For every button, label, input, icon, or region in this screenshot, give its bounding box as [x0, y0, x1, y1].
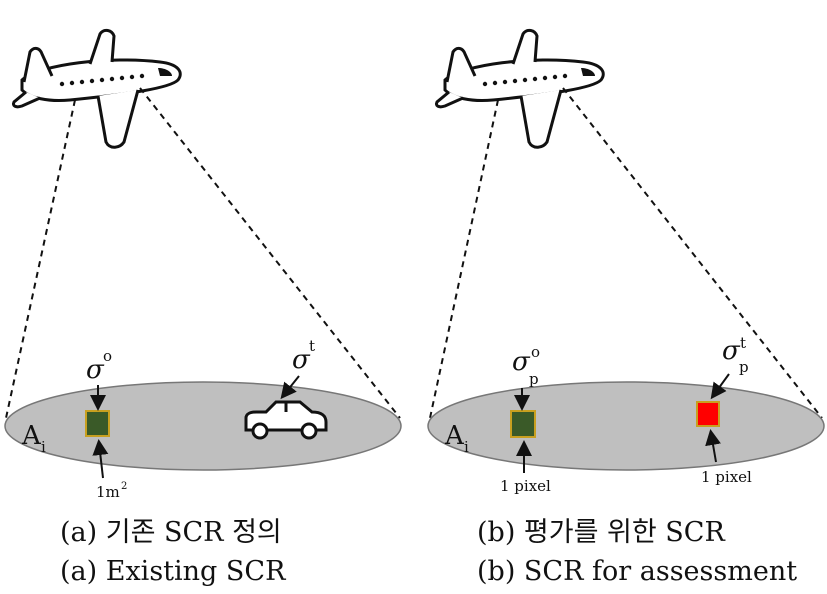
clutter-pixel-label: 1 pixel: [500, 477, 551, 495]
panel-b: A i σ p o 1 pixel σ p t 1 pixel: [427, 28, 825, 495]
target-sigma-label: σ: [722, 336, 741, 366]
cell-size-label: 1m: [96, 483, 120, 501]
area-label: A: [21, 421, 42, 451]
caption-b-english: (b) SCR for assessment: [477, 556, 798, 587]
clutter-sigma-sup: o: [531, 343, 540, 361]
target-sigma-sup: t: [740, 334, 746, 352]
illuminated-area-ellipse: [4, 381, 402, 471]
beam-right-line: [562, 87, 823, 419]
target-arrow: [280, 375, 300, 400]
airplane-icon: [434, 28, 605, 149]
airplane-icon: [11, 28, 182, 149]
clutter-sigma-label: σ: [86, 355, 105, 385]
area-label: A: [444, 421, 465, 451]
clutter-pixel: [510, 410, 536, 438]
cell-size-arrow: [92, 439, 109, 479]
panel-a: A i σ o 1m 2 σ t: [4, 28, 402, 501]
beam-right-line: [139, 87, 401, 419]
caption-a-korean: (a) 기존 SCR 정의: [60, 517, 282, 548]
area-label-sub: i: [41, 438, 46, 456]
target-sigma-sup: t: [309, 337, 315, 355]
illuminated-area-ellipse: [427, 381, 825, 471]
cell-size-sup: 2: [121, 481, 127, 492]
caption-b-korean: (b) 평가를 위한 SCR: [477, 517, 725, 548]
clutter-cell: [85, 410, 110, 437]
target-pixel-arrow: [705, 429, 721, 463]
beam-left-line: [5, 99, 76, 419]
caption-a-english: (a) Existing SCR: [60, 556, 286, 587]
area-label-sub: i: [464, 438, 469, 456]
clutter-sigma-sub: p: [529, 370, 539, 388]
target-pixel: [696, 401, 720, 427]
target-arrow: [710, 373, 730, 400]
clutter-sigma-sup: o: [103, 347, 112, 365]
target-sigma-sub: p: [739, 358, 749, 376]
beam-left-line: [429, 99, 499, 419]
target-pixel-label: 1 pixel: [701, 468, 752, 486]
target-sigma-label: σ: [292, 345, 311, 375]
clutter-sigma-label: σ: [512, 347, 531, 377]
car-icon: [244, 400, 328, 440]
